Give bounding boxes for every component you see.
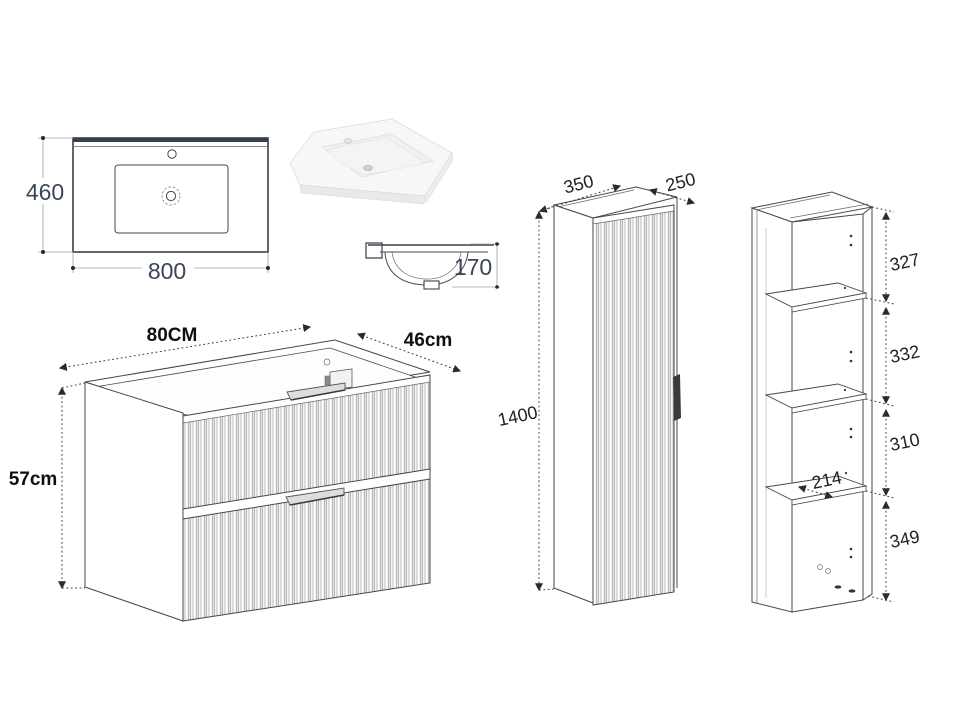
tall-cabinet-left-panel [553, 204, 594, 604]
shelf-cabinet-right-panel [862, 205, 873, 601]
shelf-section-1-label: 327 [888, 249, 922, 275]
shelf-section-2-label: 332 [888, 341, 922, 367]
vanity-width-label: 80CM [147, 325, 198, 346]
faucet-hole [167, 149, 177, 159]
vanity-left-panel [84, 381, 184, 622]
shelf-section-4-label: 349 [888, 526, 922, 552]
vanity-drawing: 80CM 46cm 57cm [9, 324, 462, 622]
tall-cabinet-handle [673, 374, 681, 421]
sink-3d-view [289, 118, 454, 205]
tall-cabinet-drawing: 350 250 1400 [496, 169, 698, 606]
shelf-2 [764, 383, 868, 414]
interior-hole [323, 358, 331, 366]
tall-cabinet-height-label: 1400 [496, 402, 539, 430]
sink-back-ledge [73, 138, 268, 142]
sink-3d-drain [363, 165, 373, 171]
drain-outer [161, 186, 181, 206]
sink-side-view: 170 [365, 242, 500, 290]
shelf-cabinet-drawing: 327 332 310 349 214 [750, 191, 922, 613]
sink-top-view: 460 800 [22, 136, 270, 284]
sink-basin-outline [114, 164, 229, 234]
vanity-depth-label: 46cm [404, 330, 453, 351]
sink-3d-faucet-hole [344, 138, 352, 144]
drain-inner [165, 190, 177, 202]
sink-width-label: 800 [148, 258, 186, 284]
sink-depth-label: 170 [454, 254, 492, 280]
side-view-clip [365, 242, 383, 259]
vanity-height-label: 57cm [9, 469, 58, 490]
tall-cabinet-depth-label: 250 [664, 169, 698, 196]
shelf-cabinet-left-panel [751, 207, 793, 613]
vanity-drawer-handle-bottom [285, 487, 345, 506]
shelf-section-3-label: 310 [888, 429, 922, 455]
tall-cabinet-door [593, 205, 674, 605]
shelf-pin-holes [843, 234, 853, 559]
tall-cabinet-width-label: 350 [562, 171, 596, 198]
vanity-drawer-handle-top [286, 382, 346, 401]
drain-outlet [423, 280, 440, 290]
sink-height-label: 460 [26, 179, 64, 205]
